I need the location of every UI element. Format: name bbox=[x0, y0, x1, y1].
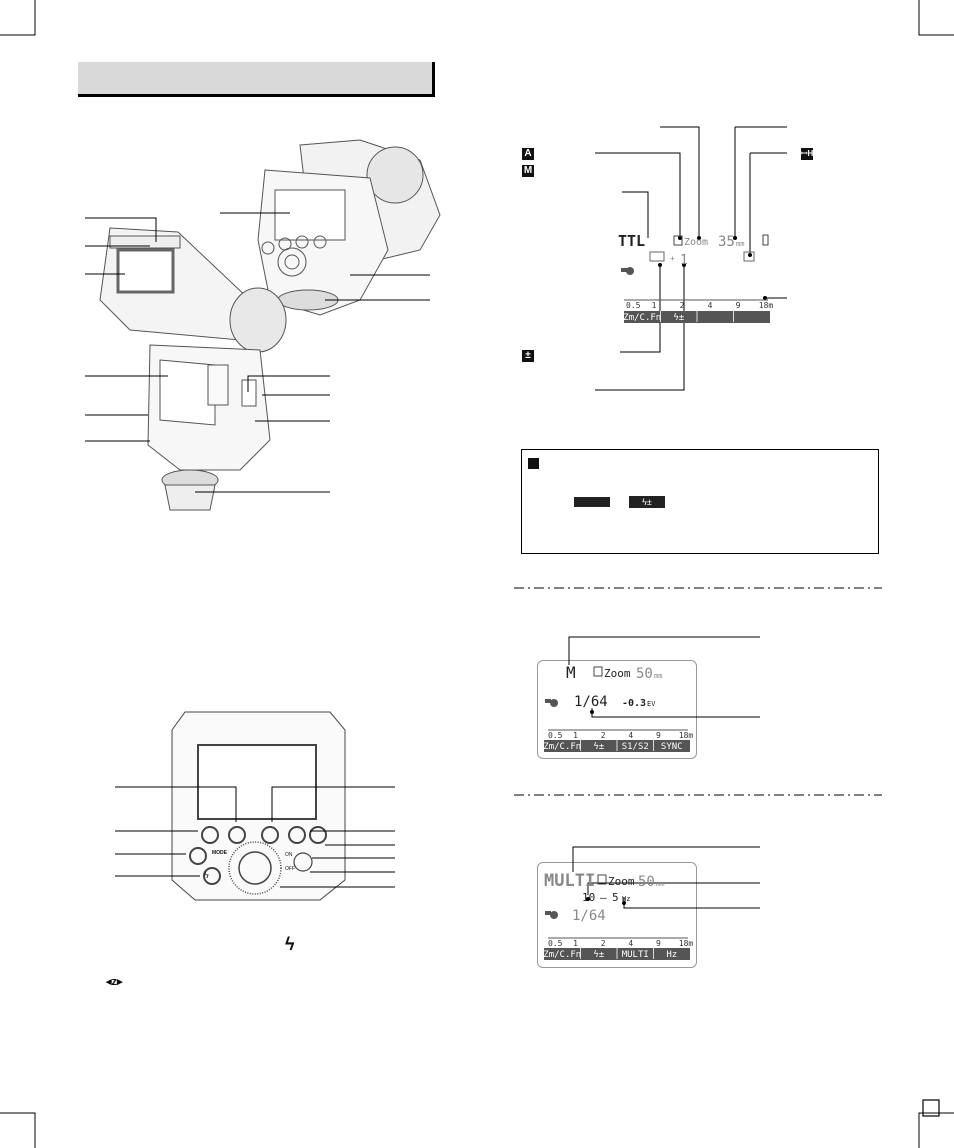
scale-label: 18m bbox=[759, 301, 774, 310]
m-mode-label: M bbox=[566, 663, 576, 682]
auto-badge-icon: A bbox=[522, 148, 534, 160]
multi-hz-unit: Hz bbox=[622, 895, 630, 903]
camera-flash-icon bbox=[545, 911, 558, 919]
zoom-icon: ◂z▸ bbox=[106, 976, 123, 988]
softkey-label: Zm/C.Fn bbox=[543, 950, 581, 960]
ttl-zoom-value: 35 bbox=[718, 234, 735, 250]
softkey-label: Hz bbox=[666, 950, 677, 960]
section-header-bar bbox=[78, 62, 435, 97]
m-softkeys: Zm/C.Fn ϟ± S1/S2 SYNC bbox=[543, 740, 683, 752]
ttl-zoom-unit: mm bbox=[736, 240, 744, 248]
ttl-fec-value: 1 bbox=[680, 253, 688, 268]
m-lcd-frame bbox=[537, 660, 697, 759]
note-flash-tag: ϟ± bbox=[629, 496, 665, 508]
manual-badge-icon: M bbox=[522, 165, 534, 177]
hss-indicator-icon bbox=[743, 251, 755, 262]
scale-label: 2 bbox=[680, 301, 685, 310]
info-icon bbox=[528, 458, 539, 469]
hss-badge-icon: ꟷH bbox=[801, 148, 814, 160]
m-ev-unit: EV bbox=[647, 700, 656, 708]
multi-distance-scale: 0.5 1 2 4 9 18m bbox=[548, 939, 693, 948]
softkey-label: MULTI bbox=[622, 950, 649, 960]
multi-zoom-value: 50 bbox=[638, 874, 655, 890]
scale-label: 4 bbox=[628, 731, 633, 740]
scale-label: 9 bbox=[656, 939, 661, 948]
ttl-lcd-screen: TTL Zoom 35 mm + 1 0.5 1 2 4 9 18m Zm/C.Fn ϟ± bbox=[618, 232, 773, 323]
m-lcd-screen: M Zoom 50 mm 1/64 -0.3 EV 0.5 1 2 4 9 18m Zm/… bbox=[543, 663, 693, 752]
scale-label: 4 bbox=[708, 301, 713, 310]
ttl-mode-label: TTL bbox=[618, 232, 645, 250]
m-zoom-unit: mm bbox=[654, 672, 662, 680]
scale-label: 1 bbox=[573, 731, 578, 740]
ttl-softkeys: Zm/C.Fn ϟ± bbox=[623, 311, 734, 323]
svg-text:–: – bbox=[600, 891, 607, 904]
scale-label: 18m bbox=[679, 731, 694, 740]
scale-label: 0.5 bbox=[548, 731, 563, 740]
note-black-tag bbox=[574, 497, 610, 507]
multi-softkeys: Zm/C.Fn ϟ± MULTI Hz bbox=[543, 948, 677, 960]
multi-hz-value: 5 bbox=[612, 891, 619, 904]
ttl-distance-scale: 0.5 1 2 4 9 18m bbox=[626, 301, 773, 310]
m-zoom-value: 50 bbox=[636, 666, 653, 682]
off-label: OFF bbox=[285, 866, 295, 872]
fec-badge-icon: ± bbox=[522, 350, 534, 362]
softkey-label: ϟ± bbox=[673, 313, 684, 323]
scale-label: 4 bbox=[628, 939, 633, 948]
multi-lcd-frame bbox=[537, 862, 697, 968]
multi-mode-label: MULTI bbox=[544, 871, 595, 891]
note-box: ϟ± bbox=[521, 449, 879, 554]
scale-label: 0.5 bbox=[626, 301, 641, 310]
scale-label: 9 bbox=[656, 731, 661, 740]
multi-times-value: 10 bbox=[582, 891, 595, 904]
m-distance-scale: 0.5 1 2 4 9 18m bbox=[548, 731, 693, 740]
softkey-label: ϟ± bbox=[593, 742, 604, 752]
ttl-fec-sign: + bbox=[670, 254, 675, 263]
scale-label: 2 bbox=[601, 939, 606, 948]
scale-label: 1 bbox=[573, 939, 578, 948]
multi-lcd-screen: MULTI Zoom 50 mm 10 – 5 Hz 1/64 0.5 1 2 4 9 1… bbox=[543, 871, 693, 960]
m-zoom-label: Zoom bbox=[604, 667, 631, 680]
on-label: ON bbox=[285, 852, 293, 858]
scale-label: 18m bbox=[679, 939, 694, 948]
multi-power-value: 1/64 bbox=[572, 908, 606, 924]
fec-indicator-icon bbox=[649, 251, 665, 262]
softkey-label: Zm/C.Fn bbox=[543, 742, 581, 752]
scale-label: 9 bbox=[736, 301, 741, 310]
ttl-zoom-label: Zoom bbox=[684, 237, 708, 248]
scale-label: 2 bbox=[601, 731, 606, 740]
softkey-label: ϟ± bbox=[593, 950, 604, 960]
softkey-label: SYNC bbox=[661, 742, 683, 752]
scale-label: 1 bbox=[652, 301, 657, 310]
softkey-label: S1/S2 bbox=[622, 742, 649, 752]
softkey-label: Zm/C.Fn bbox=[623, 313, 661, 323]
camera-flash-icon bbox=[621, 267, 634, 275]
flash-button-glyph: ϟ bbox=[204, 870, 209, 880]
m-ev-value: -0.3 bbox=[622, 698, 646, 709]
flash-icon: ϟ bbox=[285, 934, 295, 954]
mode-label: MODE bbox=[212, 850, 227, 856]
camera-flash-icon bbox=[545, 699, 558, 707]
scale-label: 0.5 bbox=[548, 939, 563, 948]
battery-icon bbox=[762, 234, 769, 246]
multi-zoom-label: Zoom bbox=[608, 875, 635, 888]
m-power-value: 1/64 bbox=[574, 694, 608, 710]
multi-zoom-unit: mm bbox=[656, 880, 664, 888]
